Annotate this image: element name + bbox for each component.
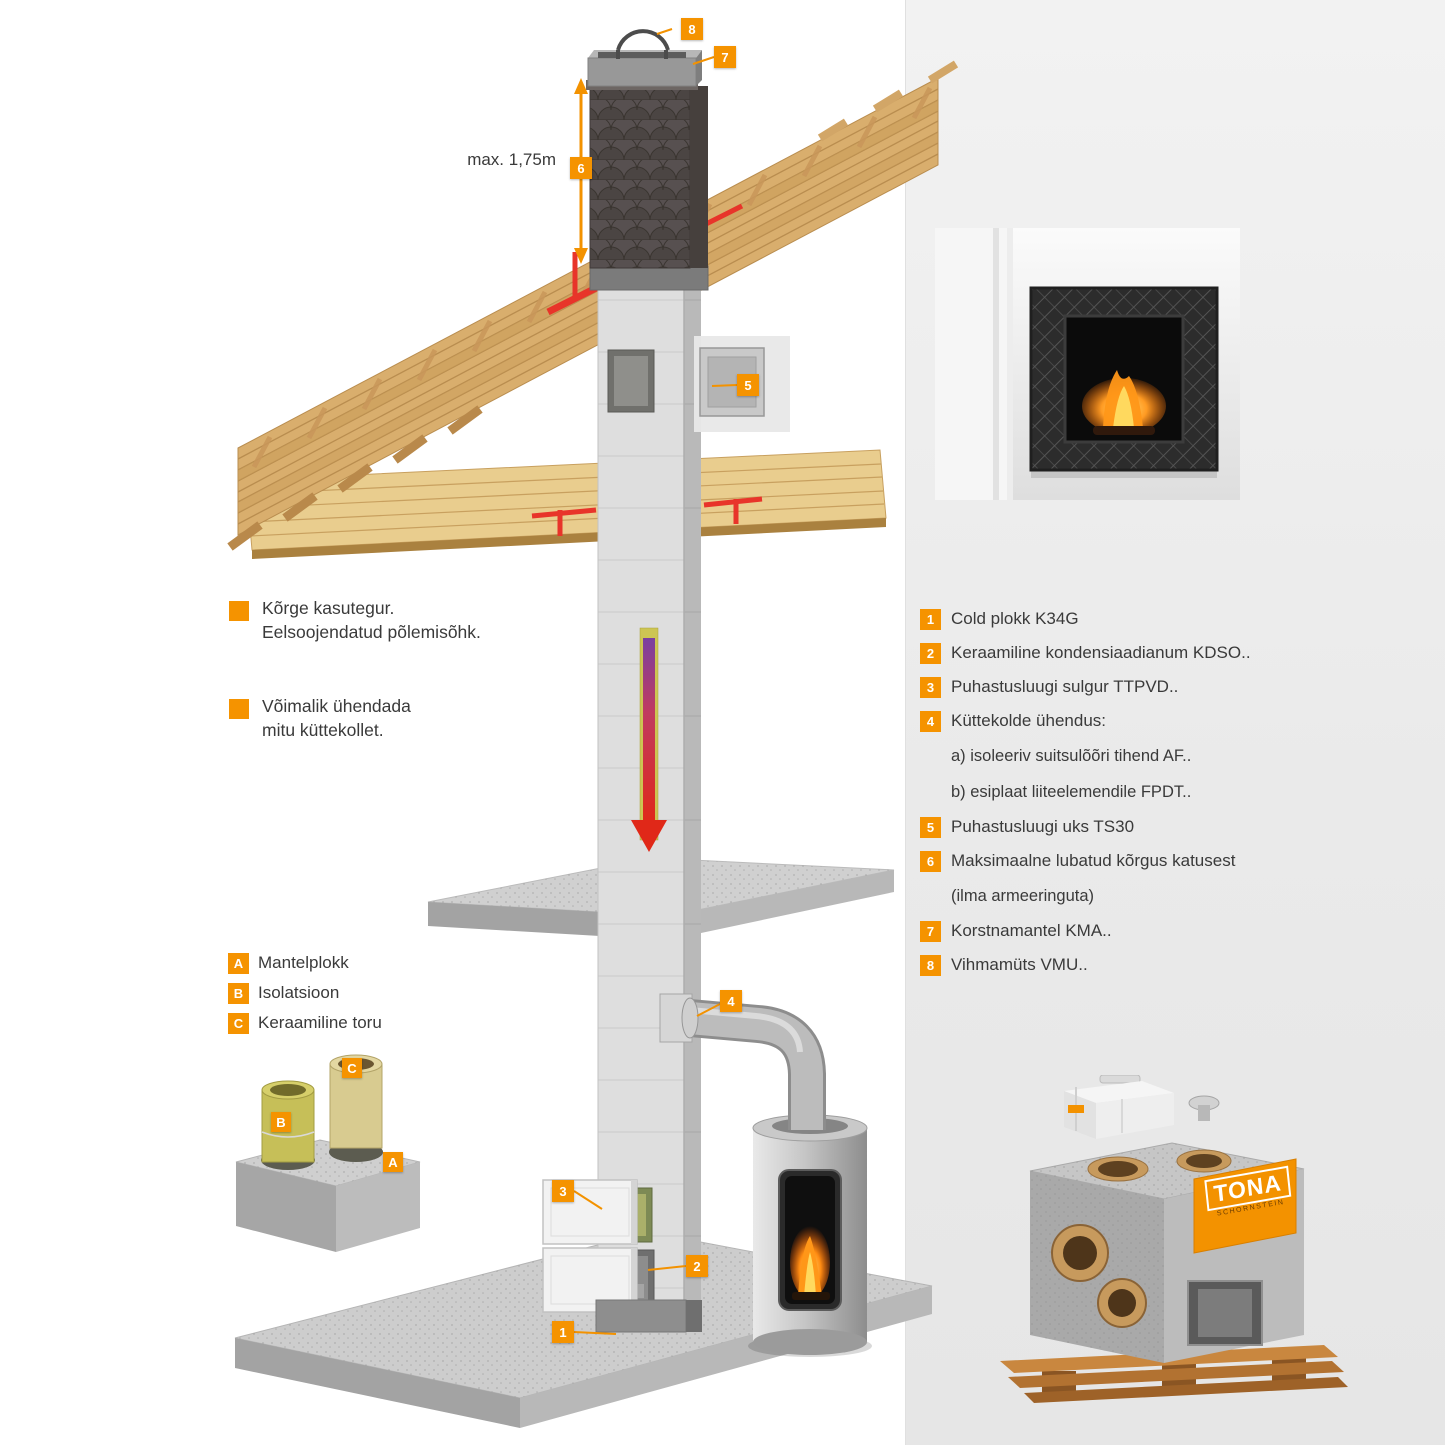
callout-4-badge: 4 <box>720 990 742 1012</box>
parts-list-item: 3 Puhastusluugi sulgur TTPVD.. <box>920 670 1400 704</box>
parts-list-item: 7 Korstnamantel KMA.. <box>920 914 1400 948</box>
callout-lines <box>573 28 738 1335</box>
legend-badge-a: A <box>228 952 249 974</box>
legend: A Mantelplokk B Isolatsioon C Keraamilin… <box>228 948 382 1038</box>
part-8-badge: 8 <box>920 954 941 976</box>
part-8-label: Vihmamüts VMU.. <box>951 955 1088 974</box>
legend-badge-b: B <box>228 982 249 1004</box>
callout-8-badge: 8 <box>681 18 703 40</box>
part-2-label: Keraamiline kondensiaadianum KDSO.. <box>951 643 1251 662</box>
product-photo: TONA SCHORNSTEIN <box>972 1075 1367 1415</box>
parts-list: 1 Cold plokk K34G 2 Keraamiline kondensi… <box>920 602 1400 982</box>
flue-air-arrow <box>631 627 667 852</box>
feature-2-line-2: mitu küttekollet. <box>262 720 384 740</box>
callout-5-badge: 5 <box>737 374 759 396</box>
legend-badge-c: C <box>228 1012 249 1034</box>
legend-label-b: Isolatsioon <box>258 983 340 1002</box>
callout-7-badge: 7 <box>714 46 736 68</box>
chimney-block-product <box>1029 1142 1305 1363</box>
parts-list-item: 4 Küttekolde ühendus: <box>920 704 1400 738</box>
part-4-sub-b: b) esiplaat liiteelemendile FPDT.. <box>951 782 1192 801</box>
rain-cap-box <box>1064 1075 1220 1139</box>
part-6-note: (ilma armeeringuta) <box>951 886 1095 905</box>
parts-list-item: 2 Keraamiline kondensiaadianum KDSO.. <box>920 636 1400 670</box>
callout-6-badge: 6 <box>570 157 592 179</box>
stove <box>748 1114 872 1357</box>
part-1-badge: 1 <box>920 608 941 630</box>
part-3-badge: 3 <box>920 676 941 698</box>
bullet-square-icon <box>229 699 249 719</box>
feature-2-line-1: Võimalik ühendada <box>262 696 411 716</box>
feature-1-line-1: Kõrge kasutegur. <box>262 598 395 618</box>
block-label-a-badge: A <box>383 1152 403 1172</box>
part-4-badge: 4 <box>920 710 941 732</box>
roof <box>227 60 959 551</box>
middle-slab <box>427 857 895 940</box>
upper-cleaning-door <box>607 336 790 432</box>
callout-2-badge: 2 <box>686 1255 708 1277</box>
feature-text-1: Kõrge kasutegur. Eelsoojendatud põlemisõ… <box>262 596 481 644</box>
part-7-badge: 7 <box>920 920 941 942</box>
part-4-sub-a: a) isoleeriv suitsulõõri tihend AF.. <box>951 746 1192 765</box>
fireplace-photo <box>935 228 1240 500</box>
flue-pipe <box>659 993 826 1130</box>
feature-1-line-2: Eelsoojendatud põlemisõhk. <box>262 622 481 642</box>
pallet <box>1000 1345 1348 1403</box>
part-3-label: Puhastusluugi sulgur TTPVD.. <box>951 677 1179 696</box>
tona-label-panel <box>1193 1158 1297 1254</box>
roof-seal-red <box>546 203 744 316</box>
part-2-badge: 2 <box>920 642 941 664</box>
part-6-label: Maksimaalne lubatud kõrgus katusest <box>951 851 1236 870</box>
feature-text-2: Võimalik ühendada mitu küttekollet. <box>262 694 411 742</box>
rain-cap-handle <box>616 29 670 51</box>
chimney-mantel <box>586 29 709 291</box>
bottom-slab <box>234 1231 933 1428</box>
parts-list-item: 8 Vihmamüts VMU.. <box>920 948 1400 982</box>
callout-3-badge: 3 <box>552 1180 574 1202</box>
max-height-label: max. 1,75m <box>467 150 556 169</box>
part-5-label: Puhastusluugi uks TS30 <box>951 817 1135 836</box>
block-label-b-badge: B <box>271 1112 291 1132</box>
parts-list-item: 1 Cold plokk K34G <box>920 602 1400 636</box>
legend-label-c: Keraamiline toru <box>258 1013 382 1032</box>
wood-floor <box>245 449 887 559</box>
base-block <box>595 1299 702 1333</box>
legend-row-a: A Mantelplokk <box>228 948 382 978</box>
part-5-badge: 5 <box>920 816 941 838</box>
callout-1-badge: 1 <box>552 1321 574 1343</box>
steel-support <box>597 459 608 565</box>
legend-label-a: Mantelplokk <box>258 953 349 972</box>
part-7-label: Korstnamantel KMA.. <box>951 921 1112 940</box>
part-4-label: Küttekolde ühendus: <box>951 711 1107 730</box>
part-1-label: Cold plokk K34G <box>951 609 1079 628</box>
block-label-c-badge: C <box>342 1058 362 1078</box>
legend-row-c: C Keraamiline toru <box>228 1008 382 1038</box>
chimney-column <box>597 278 701 1304</box>
part-6-badge: 6 <box>920 850 941 872</box>
bullet-square-icon <box>229 601 249 621</box>
parts-list-item: 5 Puhastusluugi uks TS30 <box>920 810 1400 844</box>
floor-seal-red <box>531 496 763 536</box>
legend-row-b: B Isolatsioon <box>228 978 382 1008</box>
parts-list-item: 6 Maksimaalne lubatud kõrgus katusest <box>920 844 1400 878</box>
